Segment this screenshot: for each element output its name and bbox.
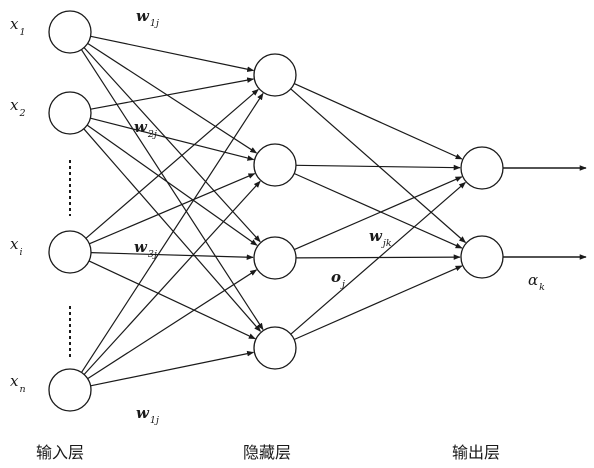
input-label-1: x1: [10, 15, 26, 38]
hidden-node-1: [253, 53, 297, 97]
nodes: [48, 10, 504, 412]
edge-hidden-1-output-1: [293, 83, 463, 160]
edge-input-n-hidden-1: [80, 92, 264, 373]
hidden-node-3: [253, 236, 297, 280]
edge-input-1-hidden-2: [87, 42, 258, 154]
input-node-1: [48, 10, 92, 54]
edge-hidden-1-output-2: [290, 88, 467, 243]
edge-input-2-hidden-3: [86, 124, 258, 246]
output-node-1: [460, 146, 504, 190]
edge-hidden-4-output-1: [290, 181, 466, 335]
hidden-layer-caption: 隐藏层: [243, 443, 291, 462]
input-label-2: x2: [10, 96, 26, 119]
edge-input-n-hidden-2: [83, 180, 261, 375]
edge-hidden-4-output-2: [293, 265, 463, 341]
input-node-n: [48, 368, 92, 412]
hidden-output-label: oj: [331, 268, 345, 290]
edge-input-i-hidden-2: [89, 173, 256, 245]
edge-input-1-hidden-3: [83, 47, 261, 243]
edge-hidden-3-output-2: [295, 254, 461, 260]
input-label-n: xn: [10, 372, 26, 395]
connections: [80, 35, 587, 387]
weight-label-w1j-bottom: w1j: [136, 404, 159, 426]
input-node-i: [48, 230, 92, 274]
edge-input-i-hidden-3: [90, 252, 254, 261]
edge-hidden-2-output-1: [295, 164, 461, 171]
weight-label-w2j: w2j: [134, 118, 157, 140]
weight-label-wjk: wjk: [369, 227, 392, 249]
output-label: αk: [528, 271, 545, 293]
edge-input-1-hidden-4: [80, 49, 264, 331]
edge-hidden-3-output-1: [294, 176, 463, 251]
edge-input-2-hidden-1: [90, 77, 255, 110]
input-label-i: xi: [10, 235, 23, 258]
input-node-2: [48, 91, 92, 135]
hidden-node-4: [253, 326, 297, 370]
output-node-2: [460, 235, 504, 279]
weight-label-w1j-top: w1j: [136, 7, 159, 29]
input-layer-caption: 输入层: [36, 443, 84, 462]
weight-label-w3j: w3j: [134, 238, 157, 260]
edge-input-i-hidden-1: [85, 88, 259, 239]
edge-input-n-hidden-3: [87, 269, 258, 380]
hidden-node-2: [253, 143, 297, 187]
edge-hidden-2-output-2: [293, 172, 463, 249]
edge-input-i-hidden-4: [88, 260, 256, 340]
edge-input-n-hidden-4: [90, 350, 255, 387]
edge-input-2-hidden-4: [83, 128, 261, 332]
edge-input-2-hidden-2: [90, 117, 255, 161]
edge-input-1-hidden-1: [90, 35, 255, 72]
output-layer-caption: 输出层: [452, 443, 500, 462]
